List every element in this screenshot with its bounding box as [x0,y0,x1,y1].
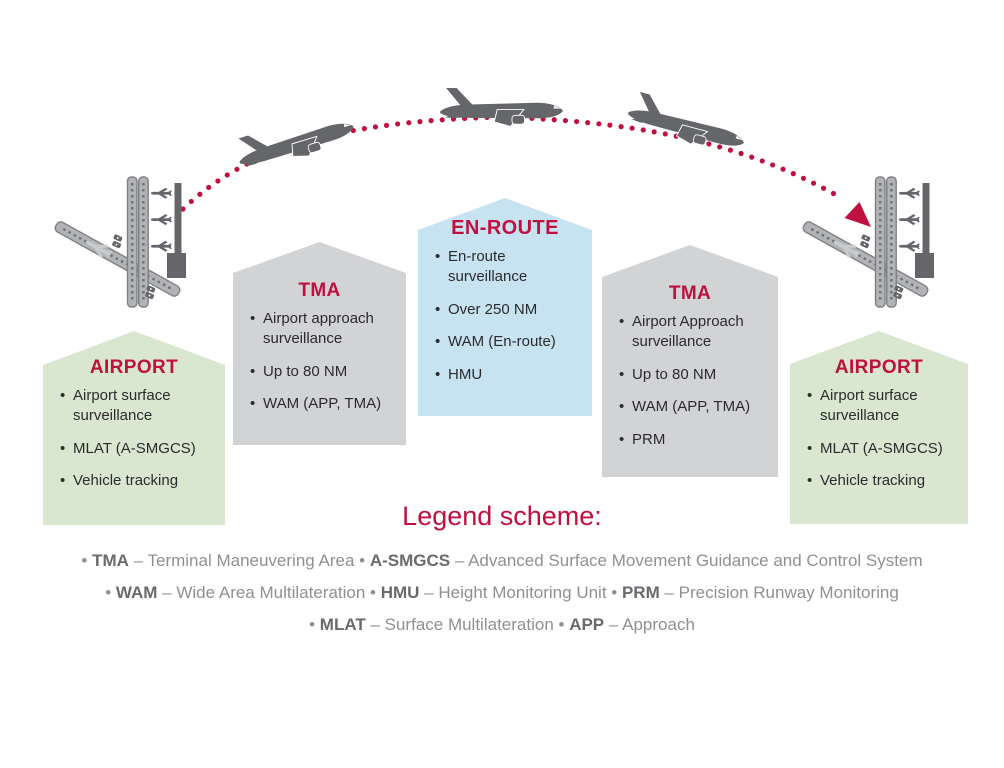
legend-bullet: • [606,583,622,602]
legend-definition: – Advanced Surface Movement Guidance and… [450,551,923,570]
bullet-item: Airport Approach surveillance [619,312,770,352]
bullet-item: PRM [619,430,770,450]
bullet-item: Airport surface surveillance [807,386,960,426]
legend-line: • TMA – Terminal Maneuvering Area • A-SM… [0,545,1004,577]
legend-line: • WAM – Wide Area Multilateration • HMU … [0,577,1004,609]
airport-map-icon-arrival [802,177,934,307]
bullet-item: WAM (APP, TMA) [250,394,398,414]
phase-bullet-list: En-route surveillanceOver 250 NM WAM (En-… [418,247,592,385]
bullet-item: Up to 80 NM [250,362,398,382]
bullet-item: WAM (APP, TMA) [619,397,770,417]
legend-definition: – Terminal Maneuvering Area [128,551,355,570]
phase-title: TMA [298,280,341,301]
legend-term: TMA [92,551,129,570]
phase-card-tma-arrival: TMA Airport Approach surveillance Up to 8… [602,245,778,477]
bullet-item: MLAT (A-SMGCS) [807,439,960,459]
legend-title: Legend scheme: [402,501,602,531]
phase-title: AIRPORT [89,357,179,378]
flight-path-arc-icon [180,114,841,212]
legend-bullet: • [309,615,320,634]
legend-bullet: • [354,551,370,570]
bullet-item: MLAT (A-SMGCS) [60,439,217,459]
legend: • TMA – Terminal Maneuvering Area • A-SM… [0,545,1004,641]
phase-bullet-list: Airport Approach surveillance Up to 80 NM… [602,312,778,450]
legend-term: MLAT [319,615,366,634]
phase-title: AIRPORT [834,357,924,378]
legend-definition: – Height Monitoring Unit [419,583,607,602]
legend-term: APP [569,615,605,634]
airplane-climb-icon [232,104,359,177]
bullet-item: Up to 80 NM [619,365,770,385]
legend-definition: – Precision Runway Monitoring [659,583,899,602]
legend-term: HMU [380,583,420,602]
bullet-item: Airport surface surveillance [60,386,217,426]
bullet-item: En-route surveillance [435,247,584,287]
legend-bullet: • [553,615,570,634]
legend-term: PRM [621,583,660,602]
legend-definition: – Wide Area Multilateration [157,583,366,602]
phase-bullet-list: Airport surface surveillanceMLAT (A-SMGC… [43,386,225,491]
phase-bullet-list: Airport surface surveillanceMLAT (A-SMGC… [790,386,968,491]
legend-definition: – Surface Multilateration [365,615,554,634]
bullet-item: Over 250 NM [435,300,584,320]
legend-term: WAM [115,583,158,602]
bullet-item: Airport approach surveillance [250,309,398,349]
airport-map-icon-departure [54,177,186,307]
phase-card-airport-departure: AIRPORT Airport surface surveillanceMLAT… [43,331,225,525]
legend-bullet: • [81,551,93,570]
bullet-item: Vehicle tracking [60,471,217,491]
bullet-item: WAM (En-route) [435,332,584,352]
legend-bullet: • [365,583,381,602]
bullet-item: Vehicle tracking [807,471,960,491]
legend-term: A-SMGCS [369,551,451,570]
phase-card-enroute: EN-ROUTE En-route surveillanceOver 250 N… [418,198,592,416]
phase-card-tma-departure: TMA Airport approach surveillance Up to 8… [233,242,406,445]
airplane-descent-icon [624,89,751,158]
legend-definition: – Approach [604,615,695,634]
phase-card-airport-arrival: AIRPORT Airport surface surveillanceMLAT… [790,331,968,524]
legend-bullet: • [105,583,116,602]
phase-title: TMA [668,283,712,304]
flight-path-arrowhead-icon [844,202,871,227]
phase-title: EN-ROUTE [451,217,559,239]
phase-bullet-list: Airport approach surveillance Up to 80 NM… [233,309,406,414]
bullet-item: HMU [435,365,584,385]
legend-line: • MLAT – Surface Multilateration • APP –… [0,609,1004,641]
